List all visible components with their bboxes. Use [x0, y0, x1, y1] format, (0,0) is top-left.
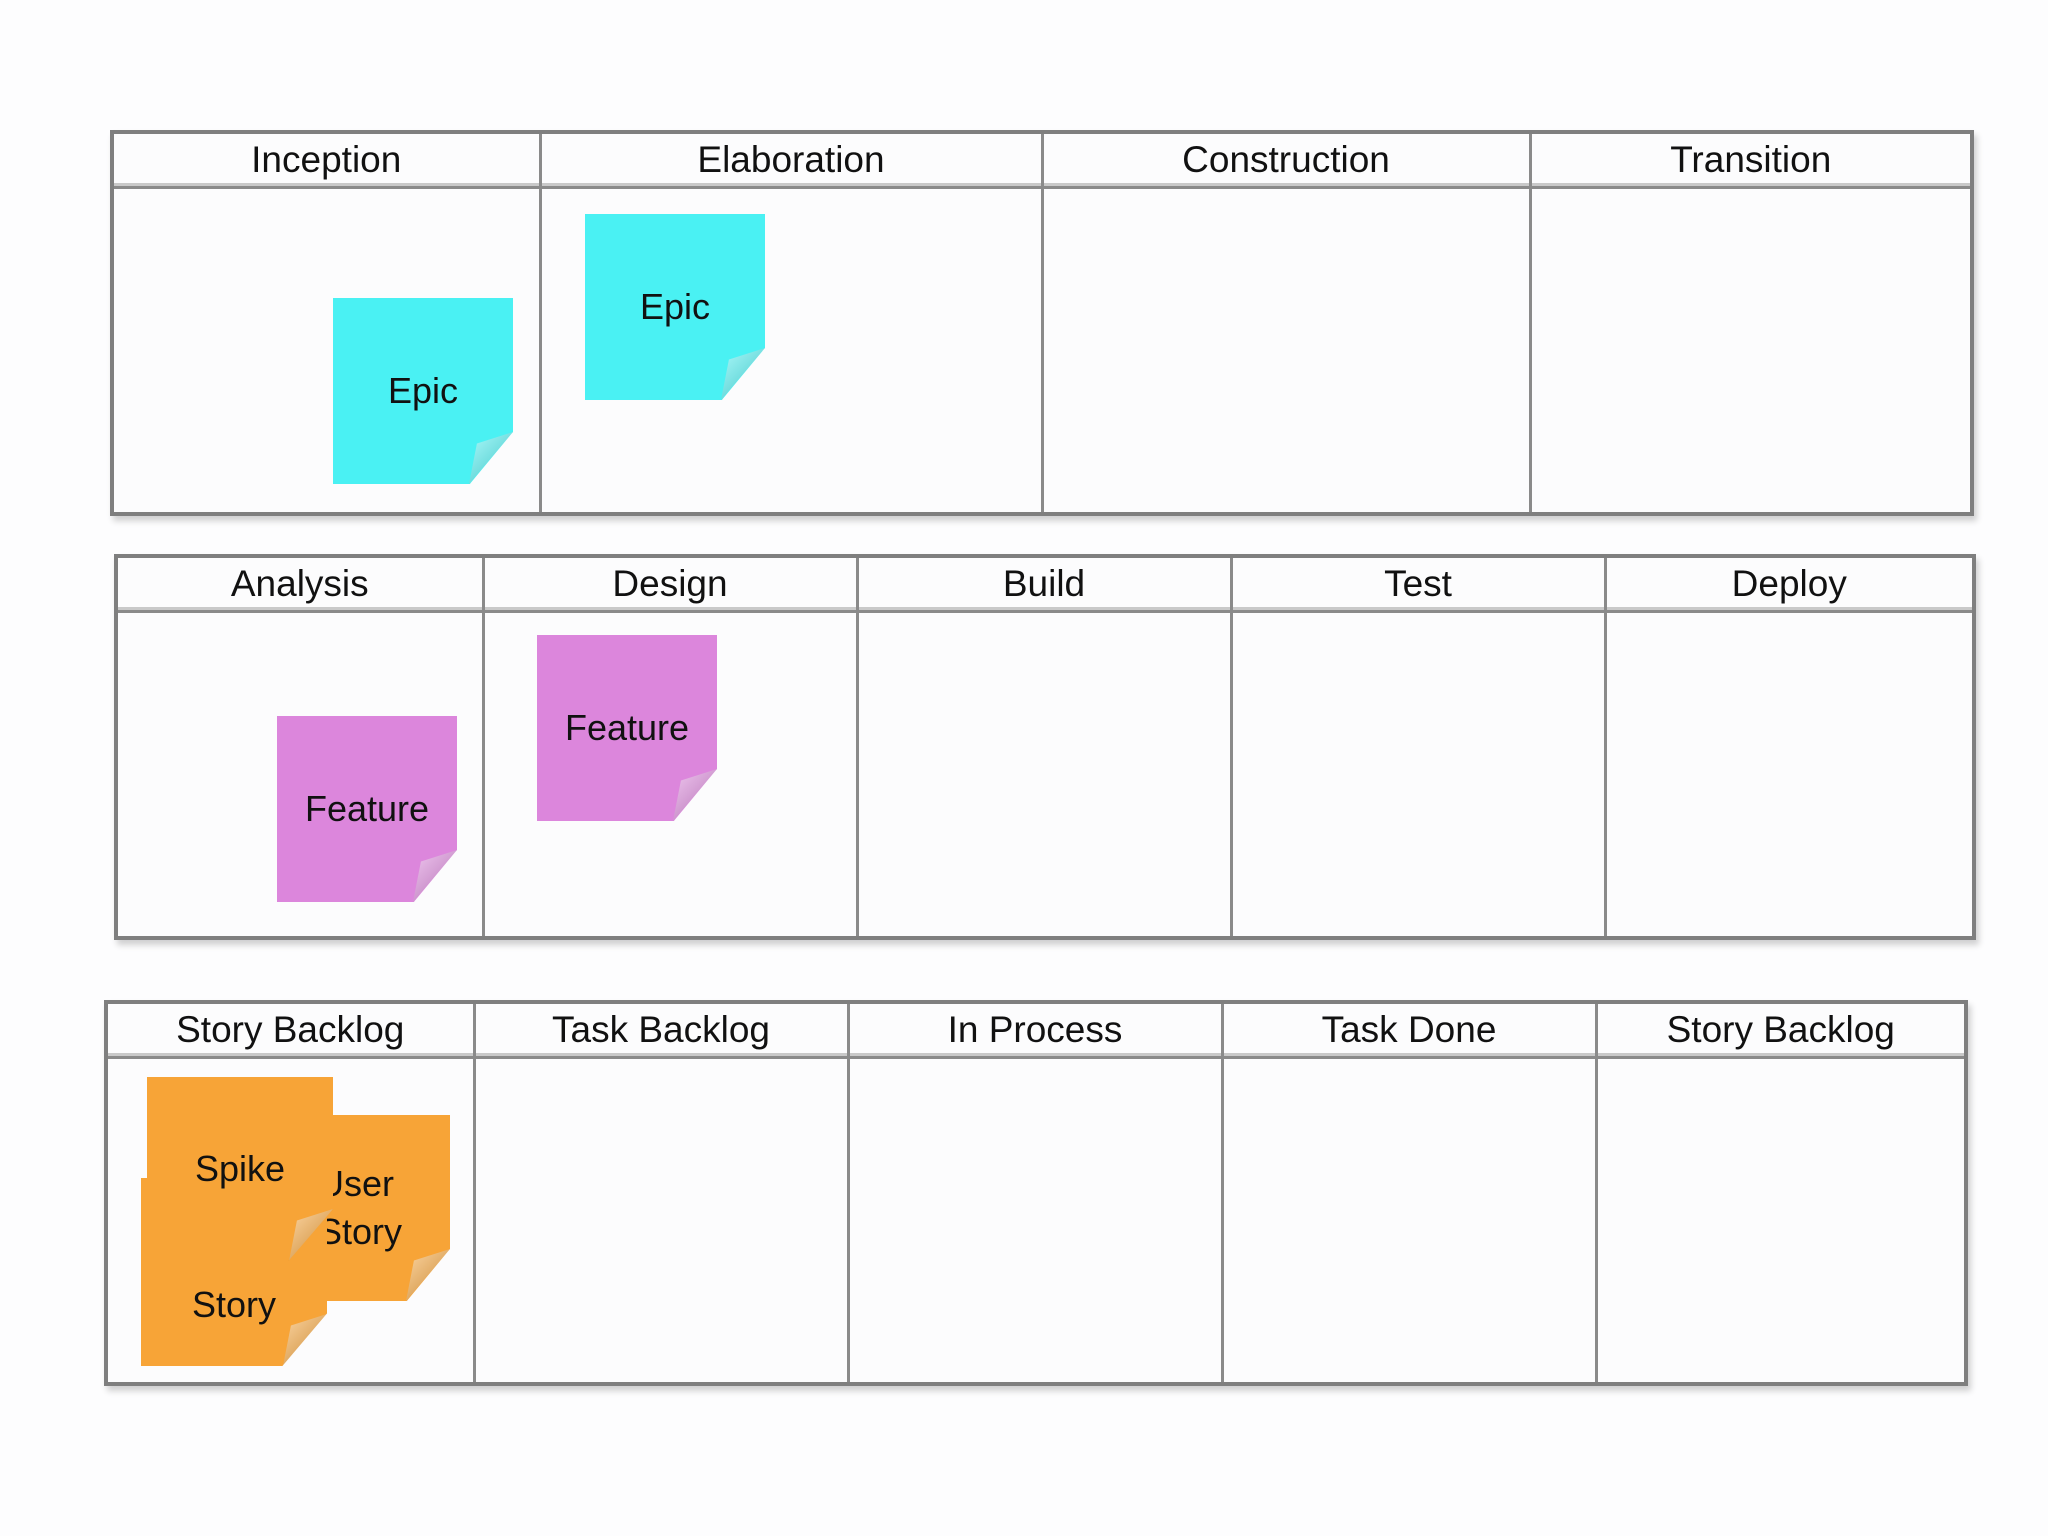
lane-transition[interactable] — [1528, 186, 1970, 512]
lane-build[interactable] — [855, 610, 1233, 936]
lane-story-backlog-done[interactable] — [1594, 1056, 1964, 1382]
column-header-design: Design — [481, 558, 859, 613]
note-label: Feature — [564, 707, 690, 748]
note-label: Epic — [639, 286, 711, 327]
column-header-build: Build — [855, 558, 1233, 613]
note-label-line-2: Story — [317, 1211, 403, 1252]
column-header-task-done: Task Done — [1220, 1004, 1598, 1059]
lane-test[interactable] — [1229, 610, 1607, 936]
column-header-story-backlog: Story Backlog — [108, 1004, 476, 1059]
sticky-note-epic[interactable]: Epic — [333, 298, 513, 484]
column-header-analysis: Analysis — [118, 558, 485, 613]
column-header-task-backlog: Task Backlog — [472, 1004, 850, 1059]
lane-task-backlog[interactable] — [472, 1056, 850, 1382]
column-header-construction: Construction — [1040, 134, 1532, 189]
column-header-elaboration: Elaboration — [538, 134, 1044, 189]
sticky-note-feature[interactable]: Feature — [277, 716, 457, 902]
note-label: Epic — [387, 370, 459, 411]
column-header-in-process: In Process — [846, 1004, 1224, 1059]
sticky-note-spike[interactable]: Spike — [147, 1077, 333, 1261]
note-label: Story — [191, 1284, 277, 1325]
sticky-note-epic[interactable]: Epic — [585, 214, 765, 400]
lane-deploy[interactable] — [1603, 610, 1972, 936]
column-header-inception: Inception — [114, 134, 542, 189]
column-header-transition: Transition — [1528, 134, 1970, 189]
note-label: Feature — [304, 788, 430, 829]
sticky-note-feature[interactable]: Feature — [537, 635, 717, 821]
note-label: Spike — [194, 1148, 286, 1189]
column-header-story-backlog-done: Story Backlog — [1594, 1004, 1964, 1059]
column-header-test: Test — [1229, 558, 1607, 613]
lane-task-done[interactable] — [1220, 1056, 1598, 1382]
column-header-deploy: Deploy — [1603, 558, 1972, 613]
lane-construction[interactable] — [1040, 186, 1532, 512]
lane-in-process[interactable] — [846, 1056, 1224, 1382]
